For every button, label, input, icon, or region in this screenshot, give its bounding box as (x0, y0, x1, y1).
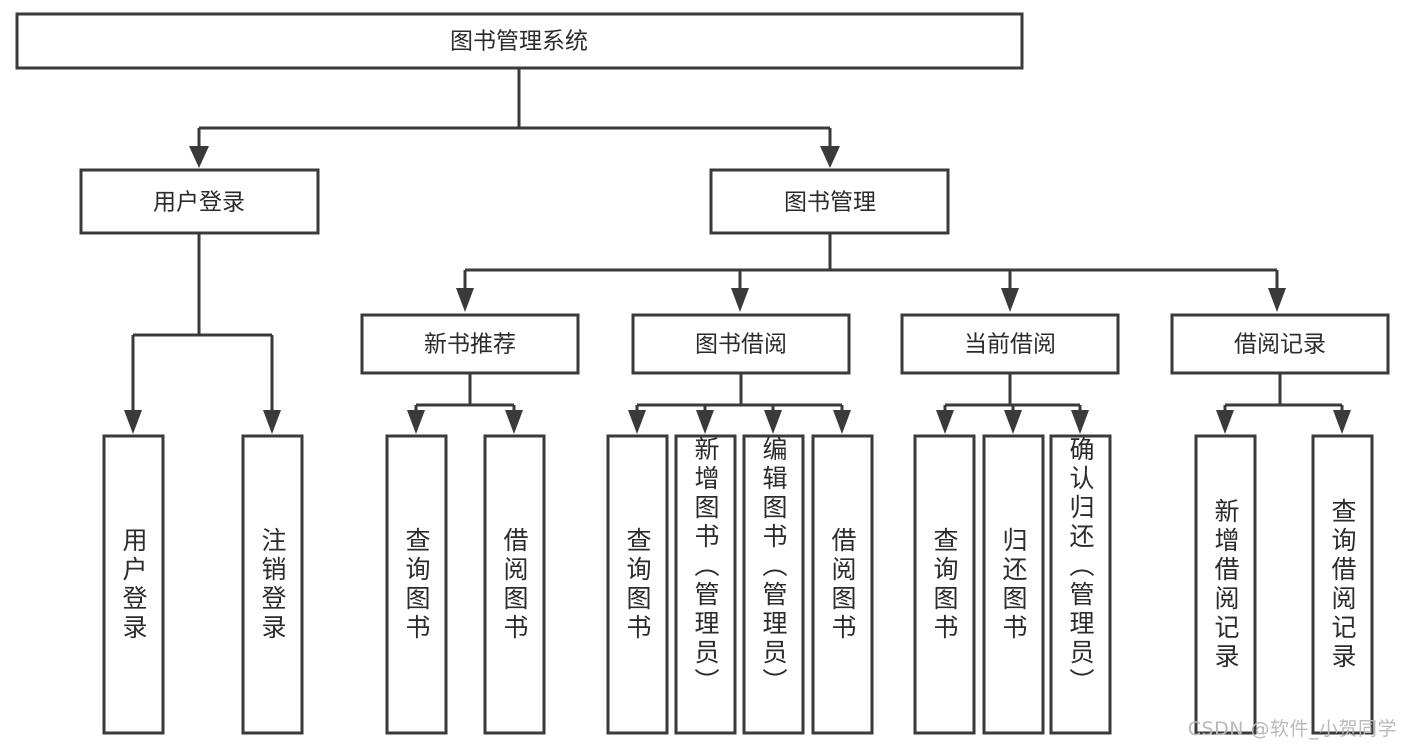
arrow-head-icon (1333, 410, 1351, 434)
leaf-box-bb-query-book[interactable] (606, 434, 669, 735)
node-borrow-record-label: 借阅记录 (1234, 332, 1326, 358)
node-book-manage-label: 图书管理 (784, 190, 876, 216)
watermark-text: CSDN @软件_小贺同学 (1187, 718, 1397, 740)
arrow-head-icon (820, 146, 840, 168)
arrow-head-icon (1268, 288, 1286, 312)
leaf-box-bb-borrow-book[interactable] (811, 434, 874, 735)
arrow-head-icon (124, 410, 142, 434)
node-user-login-label: 用户登录 (153, 190, 245, 216)
node-new-book-box[interactable] (360, 313, 580, 375)
arrow-head-icon (1001, 288, 1019, 312)
arrow-head-icon (407, 410, 425, 434)
arrow-head-icon (505, 410, 523, 434)
arrow-head-icon (263, 410, 281, 434)
leaf-box-nb-borrow-book[interactable] (483, 434, 546, 735)
node-root-box[interactable] (15, 12, 1024, 70)
arrow-head-icon (936, 410, 954, 434)
arrow-head-icon (731, 288, 749, 312)
node-book-borrow-box[interactable] (631, 313, 851, 375)
arrow-head-icon (1216, 410, 1234, 434)
arrow-head-icon (1071, 410, 1089, 434)
arrow-head-icon (456, 288, 474, 312)
leaf-box-br-add-record[interactable] (1194, 434, 1257, 735)
arrow-head-icon (696, 410, 714, 434)
leaf-box-cb-confirm-return[interactable] (1049, 434, 1112, 735)
leaf-box-br-query-record[interactable] (1311, 434, 1374, 735)
leaf-box-nb-query-book[interactable] (385, 434, 448, 735)
leaf-box-cb-return-book[interactable] (982, 434, 1045, 735)
leaf-box-cb-query-book[interactable] (913, 434, 976, 735)
arrow-head-icon (833, 410, 851, 434)
arrow-head-icon (1004, 410, 1022, 434)
node-root-label: 图书管理系统 (450, 29, 588, 55)
node-current-borrow-box[interactable] (900, 313, 1120, 375)
leaf-box-bb-add-book[interactable] (674, 434, 737, 735)
arrow-head-icon (189, 146, 209, 168)
node-borrow-record-box[interactable] (1170, 313, 1390, 375)
leaf-box-user-login[interactable] (102, 434, 165, 735)
node-book-manage-box[interactable] (709, 168, 950, 235)
leaf-box-bb-edit-book[interactable] (742, 434, 805, 735)
arrow-head-icon (764, 410, 782, 434)
arrow-head-icon (628, 410, 646, 434)
node-current-borrow-label: 当前借阅 (964, 332, 1056, 358)
node-new-book-label: 新书推荐 (424, 332, 516, 358)
node-book-borrow-label: 图书借阅 (695, 332, 787, 358)
leaf-box-logout[interactable] (241, 434, 304, 735)
